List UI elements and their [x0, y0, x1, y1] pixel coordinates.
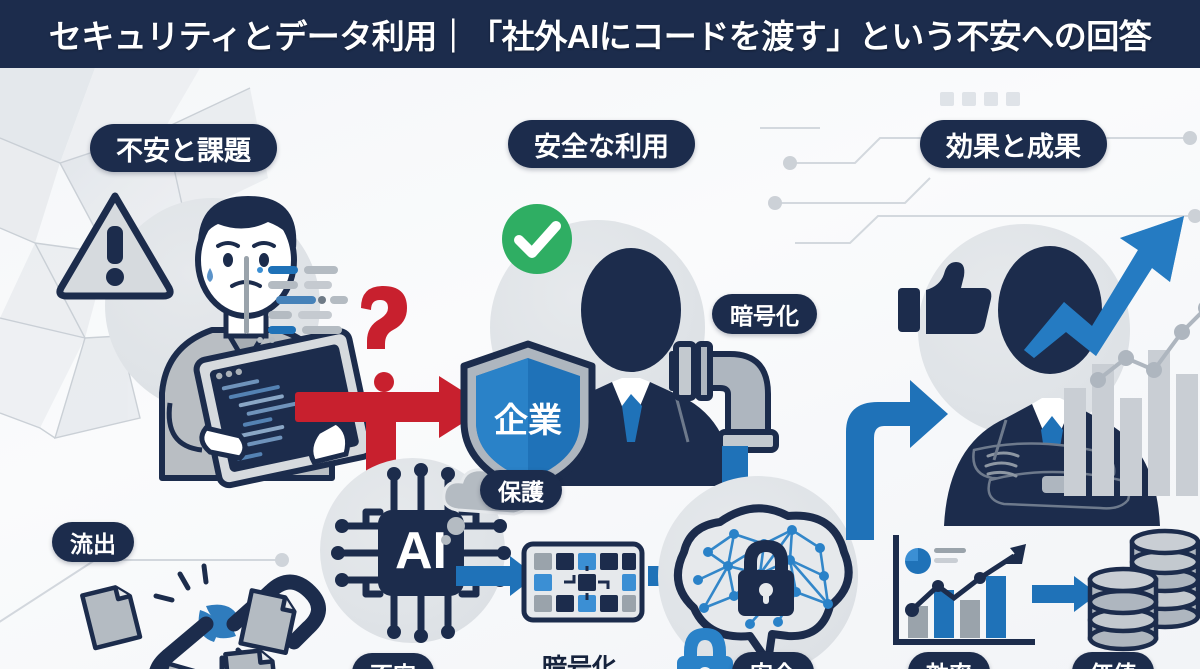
tag-ai-chip: 不安	[352, 653, 434, 669]
infographic-canvas: 不安と課題 安全な利用 効果と成果	[0, 68, 1200, 669]
dotted-line-chart-icon	[1090, 302, 1200, 388]
blue-right-arrow-icon	[456, 556, 536, 596]
page-title: セキュリティとデータ利用｜「社外AIにコードを渡す」という不安への回答	[48, 18, 1152, 55]
blue-right-arrow-icon-3	[1032, 576, 1098, 612]
padlock-icon	[738, 540, 794, 616]
coin-stacks-icon	[1087, 528, 1200, 652]
tag-value: 価値	[1072, 652, 1154, 669]
ai-chip-icon: AI	[331, 463, 511, 643]
header-bar: セキュリティとデータ利用｜「社外AIにコードを渡す」という不安への回答	[0, 0, 1200, 68]
tag-efficiency: 効率	[908, 652, 990, 669]
code-lines-icon	[244, 256, 348, 343]
padlock-small-icon	[677, 628, 733, 669]
ai-chip-text: AI	[395, 522, 447, 580]
shield-badge-text: 企業	[494, 402, 562, 440]
analytics-chart-icon	[893, 535, 1035, 645]
cipher-grid-icon	[521, 541, 645, 623]
tablet-with-code-icon	[193, 328, 376, 489]
tag-encryption-pipe: 暗号化	[712, 294, 817, 334]
section-label-outcome: 効果と成果	[920, 120, 1107, 168]
blue-shield-icon: 企業	[460, 340, 596, 496]
tag-secure-brain: 安全	[732, 652, 814, 669]
thumbs-up-icon	[898, 262, 992, 334]
tag-protection: 保護	[480, 470, 562, 510]
section-label-problem: 不安と課題	[90, 124, 277, 172]
scattered-documents-icon	[80, 585, 297, 669]
encryption-pipe-icon	[669, 341, 779, 453]
warning-triangle-icon	[56, 192, 174, 300]
tag-leak: 流出	[52, 522, 134, 562]
green-check-icon	[502, 204, 572, 274]
section-label-safe-use: 安全な利用	[508, 120, 695, 168]
blue-corner-arrow-icon	[846, 380, 948, 540]
background-bar-chart-icon	[1064, 350, 1198, 496]
growth-arrow-icon	[1024, 216, 1184, 358]
label-encryption-grid: 暗号化	[542, 654, 618, 669]
brain-network-icon	[674, 504, 853, 666]
